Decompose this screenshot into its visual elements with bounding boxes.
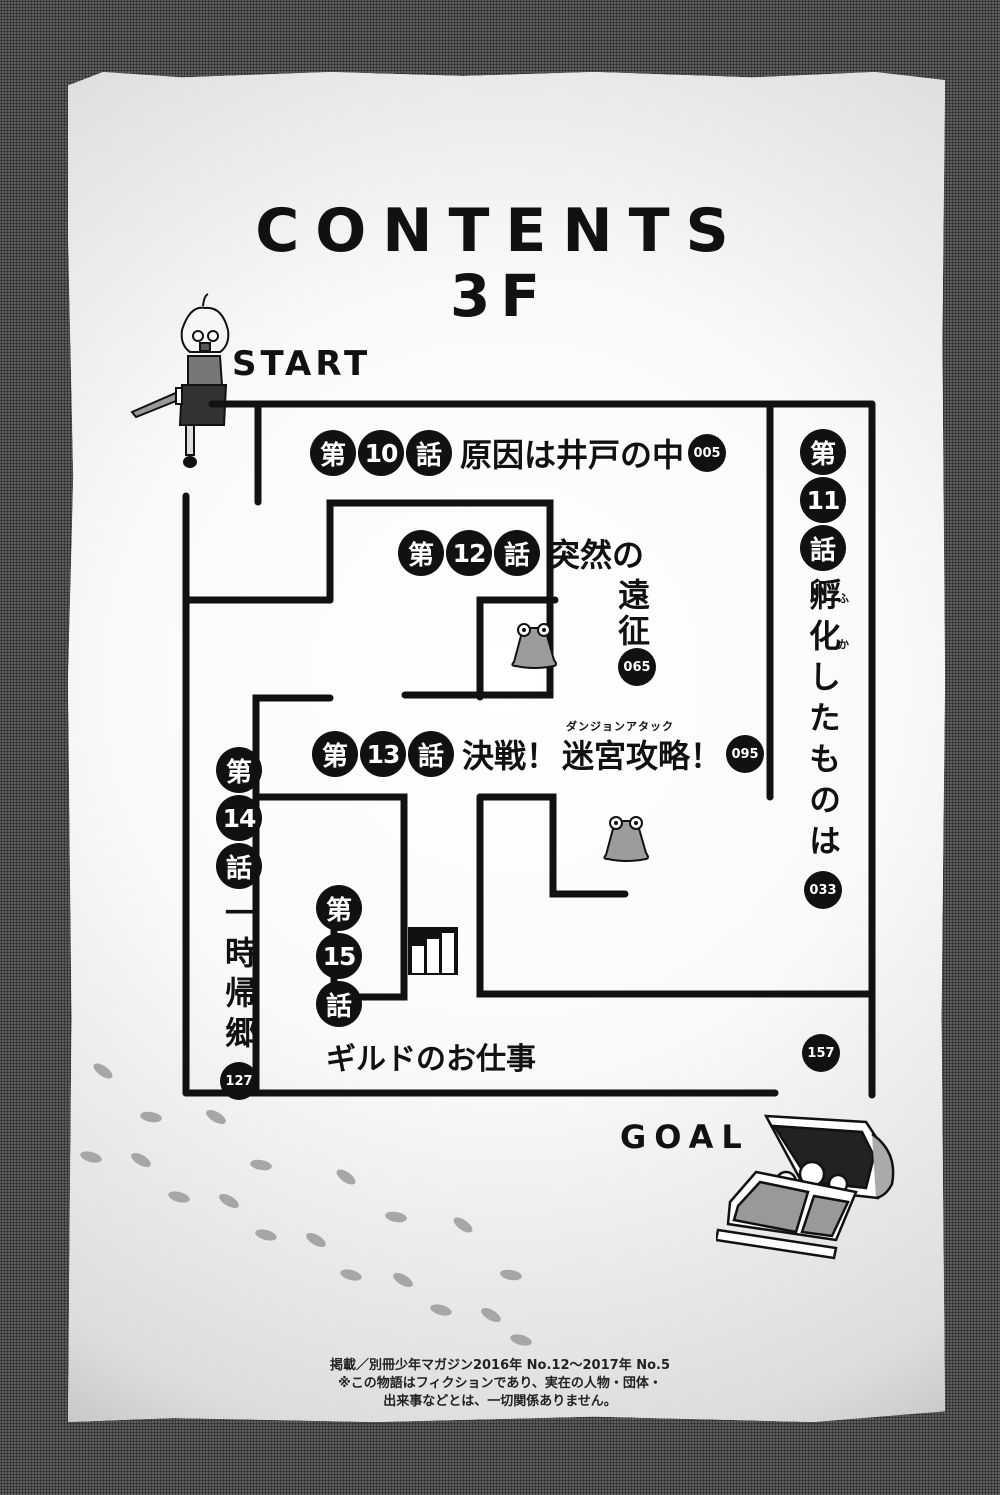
start-label: START (232, 344, 372, 384)
chapter-prefix: 第 (216, 747, 262, 793)
treasure-chest-icon (716, 1114, 895, 1260)
chapter-number: 15 (316, 933, 362, 979)
chapter-12-page-number: 065 (618, 648, 656, 686)
parchment-page (68, 72, 945, 1422)
chapter-number: 14 (216, 795, 262, 841)
chapter-number: 12 (446, 530, 492, 576)
chapter-title-part1: 決戦！ (462, 737, 559, 775)
chapter-number: 13 (360, 731, 406, 777)
chapter-suffix: 話 (408, 731, 454, 777)
page-title: CONTENTS (255, 196, 745, 266)
chapter-prefix: 第 (398, 530, 444, 576)
bar-chart-icon (408, 927, 458, 975)
page-number: 033 (804, 871, 842, 909)
ruby-dungeon-attack: ダンジョンアタック (566, 720, 674, 733)
floor-label: 3F (450, 262, 550, 330)
chapter-11-entry[interactable]: 第 11 話 孵化したものは 033 (796, 428, 850, 909)
ruby-fu: ふ (838, 592, 850, 605)
credits-block: 掲載／別冊少年マガジン2016年 No.12〜2017年 No.5 ※この物語は… (0, 1357, 1000, 1411)
chapter-suffix: 話 (494, 530, 540, 576)
chapter-12-title-line2: 遠征 (613, 578, 651, 650)
chapter-prefix: 第 (312, 731, 358, 777)
chapter-14-entry[interactable]: 第 14 話 一時帰郷 127 (212, 746, 266, 1100)
chapter-title-line1: 突然の (548, 536, 645, 574)
chapter-number: 11 (800, 477, 846, 523)
chapter-suffix: 話 (800, 525, 846, 571)
chapter-suffix: 話 (316, 981, 362, 1027)
ruby-ka: か (838, 638, 850, 651)
page-number: 005 (688, 434, 727, 472)
chapter-15-entry[interactable]: 第 15 話 (314, 884, 364, 1028)
chapter-title: 原因は井戸の中 (460, 436, 685, 474)
page-number: 095 (726, 735, 765, 773)
chapter-title-part2: 迷宮攻略！ (562, 737, 723, 775)
chapter-number: 10 (358, 430, 404, 476)
chapter-15-page-number: 157 (802, 1034, 840, 1072)
chapter-title: 孵化したものは (804, 578, 842, 865)
slime-monster-icon (603, 816, 649, 862)
chapter-suffix: 話 (216, 843, 262, 889)
credits-line-2: ※この物語はフィクションであり、実在の人物・団体・ (338, 1376, 662, 1391)
goal-label: GOAL (620, 1118, 750, 1156)
chapter-12-entry[interactable]: 第 12 話 突然の (398, 530, 648, 576)
chapter-title: 一時帰郷 (220, 896, 258, 1056)
page-number: 127 (220, 1062, 258, 1100)
credits-line-3: 出来事などとは、一切関係ありません。 (383, 1394, 617, 1409)
chapter-10-entry[interactable]: 第 10 話 原因は井戸の中 005 (310, 430, 727, 476)
chapter-prefix: 第 (800, 429, 846, 475)
slime-monster-icon (511, 623, 557, 669)
chapter-suffix: 話 (406, 430, 452, 476)
credits-line-1: 掲載／別冊少年マガジン2016年 No.12〜2017年 No.5 (329, 1358, 671, 1373)
chapter-prefix: 第 (316, 885, 362, 931)
chapter-prefix: 第 (310, 430, 356, 476)
chapter-15-title: ギルドのお仕事 (326, 1042, 536, 1077)
chapter-13-entry[interactable]: 第 13 話 決戦！ 迷宮攻略！ 095 (312, 731, 765, 777)
